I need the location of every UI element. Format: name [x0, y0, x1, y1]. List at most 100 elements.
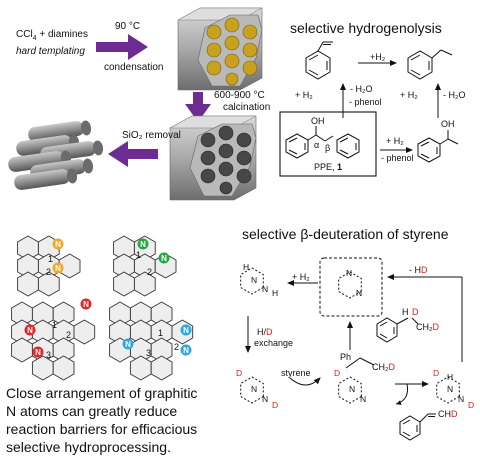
motif-n: N: [346, 268, 352, 278]
silica-template-carbonized: [169, 115, 257, 201]
n-atom-red: [32, 346, 44, 358]
graphene-ring: [133, 271, 156, 297]
minus-hd-label: - HD: [409, 265, 428, 275]
nitrogen-label: N: [55, 240, 61, 249]
position-number: 3: [146, 348, 151, 358]
nitrogen-label: N: [183, 326, 189, 335]
n-atom-orange: [52, 262, 64, 274]
temperature-calcination: 600-900 °C: [214, 90, 265, 101]
oh-ppe: OH: [311, 116, 325, 126]
motif-n: N: [251, 275, 257, 285]
nitrogen-label: N: [35, 348, 41, 357]
hydrogenolysis-title: selective hydrogenolysis: [290, 20, 442, 36]
exchange-label: exchange: [254, 338, 294, 348]
motif-hd: [436, 376, 460, 404]
n-atom-blue: [122, 338, 134, 350]
conclusion-line: reaction barriers for efficacious: [6, 421, 198, 437]
motif-deuterated: [240, 376, 264, 404]
n-atom-green: [137, 238, 149, 250]
silica-removal-label: SiO₂ removal: [122, 130, 181, 141]
position-number: 1: [136, 250, 141, 260]
right-h2o: - H₂O: [443, 90, 466, 100]
n-atom-red: [80, 298, 92, 310]
nitrogen-label: N: [161, 254, 167, 263]
product-h: H: [402, 307, 409, 317]
nitrogen-label: N: [183, 346, 189, 355]
motif-n: N: [262, 394, 268, 404]
temperature-90: 90 °C: [115, 21, 141, 32]
ppe-box: [279, 111, 377, 177]
motif-n: N: [458, 394, 464, 404]
left-h2o: - H₂O: [350, 84, 373, 94]
conclusion-line: selective hydroprocessing.: [6, 439, 171, 455]
templating-label: hard templating: [16, 46, 85, 57]
product-chd: CHD: [438, 409, 458, 419]
nitrogen-label: N: [27, 326, 33, 335]
condensation-arrow: [96, 34, 148, 60]
box-h2: + H₂: [386, 136, 404, 146]
calcination-arrow: [185, 92, 211, 122]
alpha-label: α: [314, 140, 320, 150]
position-number: 1: [158, 328, 163, 338]
motif-hydrogenated: [240, 267, 264, 295]
motif-alkylated: [338, 376, 362, 404]
calcination-label: calcination: [223, 102, 271, 113]
styrene-label: styrene: [281, 368, 311, 378]
motif-h: H: [272, 288, 278, 298]
graphene-ring: [73, 319, 96, 345]
motif-n: N: [360, 394, 366, 404]
ph-label: Ph: [340, 352, 352, 362]
mesoporous-carbon-rods: [8, 120, 104, 190]
motif-n: N: [356, 288, 362, 298]
position-number: 2: [174, 342, 179, 352]
position-number: 2: [147, 267, 152, 277]
active-site-box: [319, 257, 383, 317]
hydrogenolysis-scheme: [279, 41, 459, 177]
graphene-ring: [17, 271, 39, 297]
n-atom-blue: [180, 344, 192, 356]
deuteration-title: selective β-deuteration of styrene: [242, 226, 449, 242]
ppe-label: PPE, 1: [314, 162, 343, 172]
nitrogen-label: N: [83, 300, 89, 309]
position-number: 1: [52, 320, 57, 330]
position-number: 1: [48, 254, 53, 264]
conclusion-line: Close arrangement of graphitic: [6, 385, 198, 401]
ch2d-label: CH₂D: [372, 362, 395, 372]
left-h2: + H₂: [295, 90, 313, 100]
n-atom-orange: [52, 238, 64, 250]
phenylethanol-ring: [417, 137, 441, 163]
motif-h: H: [447, 372, 453, 382]
graphene-ring: [113, 271, 135, 297]
graphene-ring: [11, 337, 33, 363]
motif-n: N: [262, 284, 268, 294]
motif-h: H: [243, 262, 249, 272]
n-atom-red: [24, 324, 36, 336]
ethylbenzene-ring: [407, 50, 433, 80]
motif-active-site: [338, 271, 362, 299]
graphene-ring: [129, 355, 152, 381]
motif-d: D: [334, 368, 340, 378]
nitrogen-label: N: [125, 340, 131, 349]
motif-d: D: [236, 368, 242, 378]
nitrogen-label: N: [55, 264, 61, 273]
left-phenol: - phenol: [349, 97, 382, 107]
motif-d: D: [433, 368, 439, 378]
graphene-ring: [52, 355, 75, 381]
motif-n: N: [447, 384, 453, 394]
motif-n: N: [349, 384, 355, 394]
top-reagent: +H₂: [370, 52, 386, 62]
position-number: 2: [46, 267, 51, 277]
conclusion-line: N atoms can greatly reduce: [6, 403, 178, 419]
beta-label: β: [325, 143, 331, 153]
condensation-label: condensation: [104, 62, 164, 73]
oh-right: OH: [441, 119, 455, 129]
right-h2: + H₂: [400, 90, 418, 100]
position-number: 2: [66, 330, 71, 340]
hd-exchange-label: H/D: [257, 327, 273, 337]
graphene-ring: [150, 355, 173, 381]
graphene-ring: [58, 253, 81, 279]
motif-n: N: [251, 384, 257, 394]
graphene-ring: [37, 271, 60, 297]
